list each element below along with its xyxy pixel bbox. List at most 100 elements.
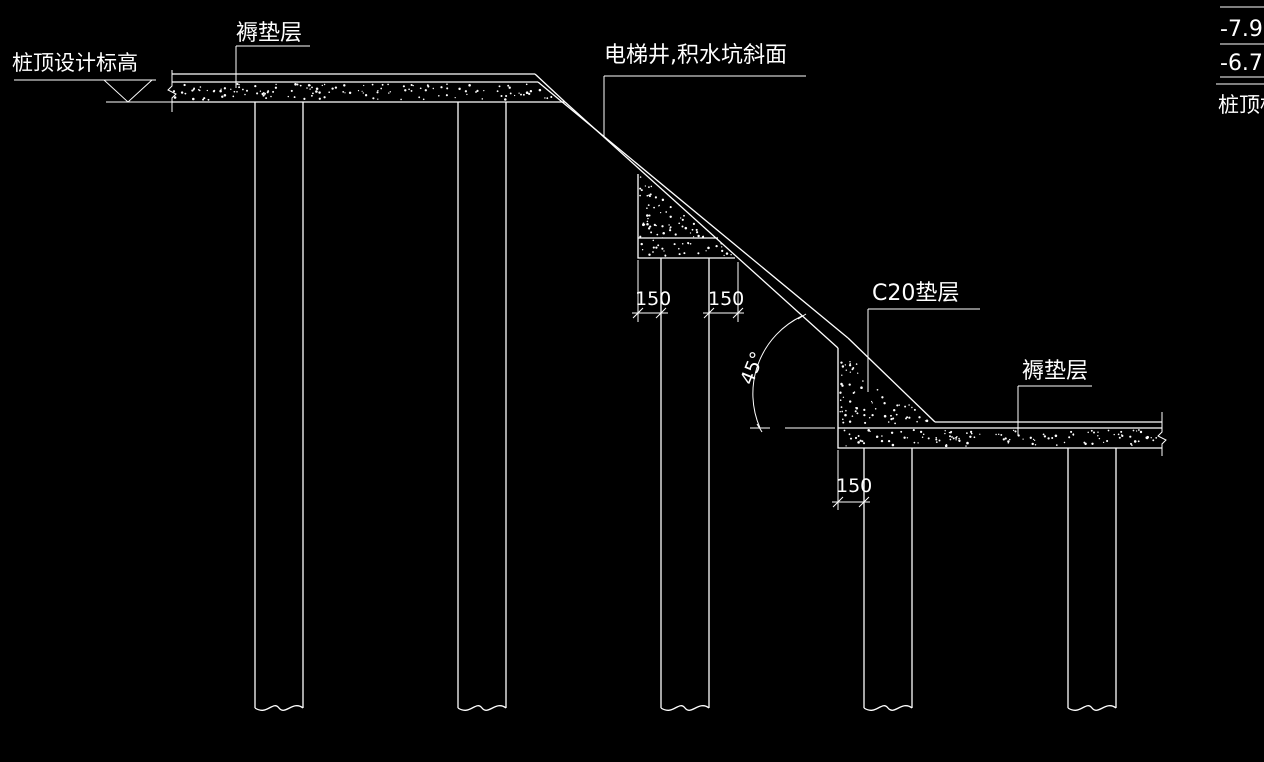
piles — [254, 102, 1117, 711]
hatch-dot — [509, 92, 512, 95]
hatch-dot — [262, 94, 265, 97]
hatch-dot — [649, 225, 652, 228]
hatch-dot — [653, 223, 656, 226]
hatch-dot — [935, 438, 938, 441]
dimension-150-b: 150 — [703, 262, 744, 322]
hatch-dot — [912, 429, 915, 432]
hatch-dot — [681, 218, 684, 221]
hatch-dot — [321, 84, 323, 87]
hatch-dot — [238, 86, 241, 89]
cushion-label-right: 褥垫层 — [1017, 359, 1092, 436]
hatch-dot — [207, 98, 210, 101]
hatch-dot — [646, 220, 649, 223]
hatch-dot — [242, 88, 244, 91]
hatch-dot — [309, 84, 311, 87]
hatch-dot — [254, 84, 257, 88]
upper-cushion-layer — [167, 70, 566, 112]
hatch-dot — [871, 413, 874, 417]
hatch-dot — [661, 198, 665, 202]
hatch-dot — [702, 235, 705, 238]
hatch-dot — [648, 253, 651, 256]
hatch-dot — [969, 435, 972, 439]
hatch-dot — [363, 84, 365, 87]
hatch-dot — [881, 396, 884, 399]
hatch-dot — [652, 251, 654, 253]
hatch-dot — [371, 83, 374, 86]
hatch-dot — [1097, 435, 1099, 437]
hatch-dot — [680, 217, 682, 219]
hatch-dot — [876, 388, 879, 391]
hatch-dot — [951, 436, 953, 438]
hatch-dot — [839, 399, 842, 401]
hatch-dot — [525, 91, 529, 94]
hatch-dot — [887, 421, 890, 423]
hatch-dot — [290, 89, 293, 92]
hatch-dot — [725, 252, 729, 255]
hatch-dot — [965, 445, 967, 447]
hatch-dot — [867, 429, 870, 432]
hatch-dot — [859, 439, 862, 442]
hatch-dot — [844, 364, 846, 366]
hatch-dot — [311, 92, 314, 95]
hatch-dot — [323, 83, 326, 86]
hatch-dot — [357, 89, 360, 92]
hatch-dot — [1120, 430, 1123, 433]
hatch-dot — [683, 252, 686, 255]
hatch-dot — [432, 87, 435, 90]
hatch-dot — [1130, 442, 1132, 445]
hatch-dot — [707, 246, 710, 250]
hatch-dot — [906, 416, 909, 419]
hatch-dot — [1090, 429, 1093, 432]
concrete-hatch-dots — [172, 82, 1158, 448]
hatch-dot — [908, 416, 911, 419]
hatch-dot — [864, 421, 867, 424]
hatch-dot — [646, 194, 649, 197]
hatch-dot — [1152, 439, 1155, 442]
hatch-dot — [674, 233, 677, 236]
hatch-dot — [513, 94, 516, 97]
corner-elevation-table: -7.9 -6.7 桩顶标 — [1216, 6, 1264, 117]
hatch-dot — [259, 90, 262, 92]
hatch-dot — [466, 93, 468, 96]
hatch-dot — [440, 86, 443, 89]
pile-top-elevation-label: 桩顶设计标高 — [12, 51, 138, 75]
hatch-dot — [904, 405, 907, 408]
hatch-dot — [693, 236, 695, 238]
hatch-dot — [880, 439, 884, 443]
hatch-dot — [372, 97, 375, 100]
hatch-dot — [851, 368, 854, 371]
hatch-dot — [328, 91, 331, 94]
hatch-dot — [848, 420, 852, 423]
hatch-dot — [309, 88, 311, 90]
hatch-dot — [505, 94, 508, 98]
hatch-dot — [1113, 433, 1115, 436]
hatch-dot — [669, 215, 672, 219]
hatch-dot — [1117, 433, 1120, 436]
slope-cushion-layer — [537, 81, 849, 349]
hatch-dot — [518, 92, 520, 94]
hatch-dot — [412, 84, 414, 87]
hatch-dot — [691, 228, 694, 231]
hatch-dot — [496, 90, 499, 93]
hatch-dot — [464, 90, 468, 93]
hatch-dot — [192, 88, 195, 91]
hatch-dot — [1137, 440, 1140, 443]
hatch-dot — [1012, 429, 1015, 432]
hatch-dot — [721, 246, 723, 248]
hatch-dot — [649, 193, 652, 196]
hatch-dot — [845, 369, 848, 371]
hatch-dot — [1133, 440, 1137, 443]
hatch-dot — [695, 228, 698, 231]
hatch-dot — [1129, 435, 1132, 438]
hatch-dot — [908, 404, 910, 406]
hatch-dot — [842, 421, 845, 424]
hatch-dot — [446, 83, 448, 85]
hatch-dot — [475, 91, 477, 93]
hatch-dot — [1121, 434, 1124, 438]
hatch-dot — [949, 438, 952, 441]
hatch-dot — [1118, 436, 1121, 439]
hatch-dot — [244, 93, 246, 96]
hatch-dot — [377, 90, 379, 92]
hatch-dot — [715, 244, 718, 248]
